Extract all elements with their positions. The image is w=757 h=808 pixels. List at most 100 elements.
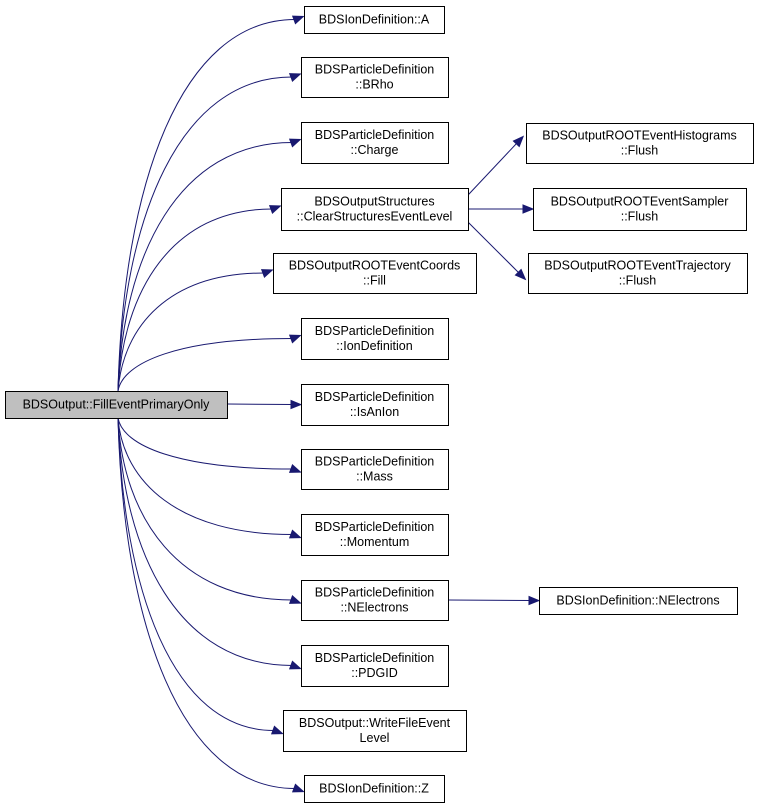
arrowhead-z — [291, 783, 305, 793]
node-box-ion_nelectrons — [539, 587, 738, 615]
node-label-writefile-0: BDSOutput::WriteFileEvent — [299, 716, 451, 730]
node-box-writefile — [283, 710, 467, 752]
edge-root-to-z — [117, 417, 296, 789]
node-label-a-0: BDSIonDefinition::A — [319, 13, 430, 27]
node-label-isanion-1: ::IsAnIon — [350, 405, 399, 419]
node-charge[interactable]: BDSParticleDefinition::Charge — [301, 122, 449, 164]
node-a[interactable]: BDSIonDefinition::A — [304, 6, 445, 34]
node-root[interactable]: BDSOutput::FillEventPrimaryOnly — [5, 391, 228, 419]
edge-root-to-charge — [117, 142, 293, 392]
node-label-traj-1: ::Flush — [619, 274, 657, 288]
arrowhead-a — [291, 15, 305, 25]
node-label-mass-0: BDSParticleDefinition — [315, 455, 435, 469]
node-label-mass-1: ::Mass — [356, 470, 393, 484]
node-box-clear — [281, 188, 469, 231]
node-label-hist-0: BDSOutputROOTEventHistograms — [542, 129, 737, 143]
arrowhead-writefile — [270, 725, 284, 735]
node-label-sampler-0: BDSOutputROOTEventSampler — [551, 195, 729, 209]
edge-nelectrons-to-ion_nelectrons — [447, 599, 531, 601]
edge-root-to-iondef — [117, 338, 293, 392]
node-box-pdgid — [301, 645, 449, 687]
edge-root-to-coords — [117, 272, 265, 392]
node-box-sampler — [533, 188, 747, 231]
node-label-z-0: BDSIonDefinition::Z — [319, 782, 429, 796]
arrowhead-traj — [514, 268, 527, 281]
node-z[interactable]: BDSIonDefinition::Z — [304, 775, 445, 803]
node-traj[interactable]: BDSOutputROOTEventTrajectory::Flush — [528, 253, 748, 294]
edge-root-to-clear — [117, 208, 273, 392]
edge-root-to-brho — [117, 76, 293, 392]
node-pdgid[interactable]: BDSParticleDefinition::PDGID — [301, 645, 449, 687]
node-label-iondef-0: BDSParticleDefinition — [315, 324, 435, 338]
arrowhead-nelectrons — [288, 595, 302, 604]
edge-root-to-nelectrons — [117, 417, 293, 601]
arrowhead-isanion — [290, 399, 303, 410]
node-iondef[interactable]: BDSParticleDefinition::IonDefinition — [301, 318, 449, 360]
node-label-brho-0: BDSParticleDefinition — [315, 63, 435, 77]
edge-root-to-pdgid — [117, 417, 293, 666]
edge-root-to-momentum — [117, 417, 293, 535]
arrowhead-brho — [288, 73, 302, 82]
node-box-hist — [526, 123, 754, 164]
node-label-hist-1: ::Flush — [621, 144, 659, 158]
node-label-brho-1: ::BRho — [355, 78, 393, 92]
node-label-ion_nelectrons-0: BDSIonDefinition::NElectrons — [556, 594, 719, 608]
node-box-nelectrons — [301, 580, 449, 621]
node-label-root-0: BDSOutput::FillEventPrimaryOnly — [23, 398, 211, 412]
node-box-root — [5, 391, 228, 419]
arrowhead-sampler — [522, 204, 535, 214]
node-label-traj-0: BDSOutputROOTEventTrajectory — [544, 259, 731, 273]
node-box-brho — [301, 57, 449, 98]
node-box-coords — [273, 253, 477, 294]
node-hist[interactable]: BDSOutputROOTEventHistograms::Flush — [526, 123, 754, 164]
node-box-charge — [301, 122, 449, 164]
arrowhead-ion_nelectrons — [528, 595, 541, 606]
node-label-charge-1: ::Charge — [351, 143, 399, 157]
node-box-momentum — [301, 514, 449, 556]
node-ion_nelectrons[interactable]: BDSIonDefinition::NElectrons — [539, 587, 738, 615]
node-coords[interactable]: BDSOutputROOTEventCoords::Fill — [273, 253, 477, 294]
arrowhead-pdgid — [288, 660, 302, 670]
arrowhead-momentum — [288, 529, 302, 539]
edge-root-to-isanion — [226, 403, 293, 405]
node-box-z — [304, 775, 445, 803]
node-clear[interactable]: BDSOutputStructures::ClearStructuresEven… — [281, 188, 469, 231]
node-label-momentum-0: BDSParticleDefinition — [315, 520, 435, 534]
call-edges — [117, 15, 541, 793]
node-label-momentum-1: ::Momentum — [340, 535, 409, 549]
node-label-coords-1: ::Fill — [363, 274, 386, 288]
node-label-coords-0: BDSOutputROOTEventCoords — [289, 259, 461, 273]
node-brho[interactable]: BDSParticleDefinition::BRho — [301, 57, 449, 98]
node-label-iondef-1: ::IonDefinition — [336, 339, 412, 353]
arrowhead-coords — [260, 269, 274, 278]
node-label-charge-0: BDSParticleDefinition — [315, 128, 435, 142]
node-box-traj — [528, 253, 748, 294]
arrowhead-hist — [512, 135, 525, 148]
node-box-a — [304, 6, 445, 34]
arrowhead-charge — [288, 138, 302, 148]
arrowhead-mass — [288, 464, 302, 473]
edge-root-to-a — [117, 19, 296, 392]
node-label-writefile-1: Level — [360, 731, 390, 745]
call-nodes: BDSOutput::FillEventPrimaryOnlyBDSIonDef… — [5, 6, 754, 803]
node-momentum[interactable]: BDSParticleDefinition::Momentum — [301, 514, 449, 556]
node-label-pdgid-1: ::PDGID — [351, 666, 398, 680]
node-label-clear-1: ::ClearStructuresEventLevel — [297, 210, 453, 224]
node-label-pdgid-0: BDSParticleDefinition — [315, 651, 435, 665]
node-box-iondef — [301, 318, 449, 360]
node-mass[interactable]: BDSParticleDefinition::Mass — [301, 449, 449, 490]
arrowhead-clear — [268, 205, 282, 214]
edge-root-to-mass — [117, 417, 293, 470]
node-nelectrons[interactable]: BDSParticleDefinition::NElectrons — [301, 580, 449, 621]
node-sampler[interactable]: BDSOutputROOTEventSampler::Flush — [533, 188, 747, 231]
node-isanion[interactable]: BDSParticleDefinition::IsAnIon — [301, 384, 449, 426]
edge-root-to-writefile — [117, 417, 275, 731]
arrowhead-iondef — [288, 334, 302, 344]
node-label-nelectrons-0: BDSParticleDefinition — [315, 586, 435, 600]
node-label-sampler-1: ::Flush — [621, 210, 659, 224]
node-label-isanion-0: BDSParticleDefinition — [315, 390, 435, 404]
node-box-mass — [301, 449, 449, 490]
node-label-nelectrons-1: ::NElectrons — [340, 601, 408, 615]
